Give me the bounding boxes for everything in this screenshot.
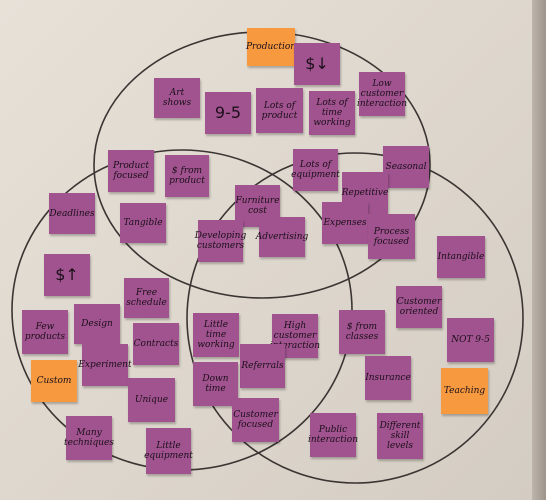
- note-teaching: Teaching: [441, 368, 488, 414]
- note-not-9-5: NOT 9-5: [447, 318, 494, 362]
- note-dollar-up: $↑: [44, 254, 90, 296]
- note-lots-of-equipment: Lots of equipment: [291, 149, 340, 191]
- note-production: Production: [246, 28, 296, 66]
- note-advertising: Advertising: [256, 217, 308, 257]
- note-art-shows: Art shows: [154, 78, 200, 118]
- note-many-techniques: Many techniques: [64, 416, 114, 460]
- note-intangible: Intangible: [437, 236, 485, 278]
- note-lots-of-product: Lots of product: [256, 88, 303, 133]
- note-product-focused: Product focused: [108, 150, 154, 192]
- note-tangible: Tangible: [120, 203, 166, 243]
- note-expenses: Expenses: [322, 202, 368, 244]
- note-deadlines: Deadlines: [49, 193, 95, 234]
- note-developing-customers: Developing customers: [195, 220, 246, 262]
- note-down-time: Down time: [193, 362, 238, 406]
- note-unique: Unique: [128, 378, 175, 422]
- note-dollar-down: $↓: [294, 43, 340, 85]
- note-dollar-from-product: $ from product: [165, 155, 209, 197]
- note-customer-focused: Customer focused: [232, 398, 279, 442]
- venn-circle-right: [186, 152, 524, 484]
- note-customer-oriented: Customer oriented: [396, 286, 442, 328]
- note-low-customer-interaction: Low customer interaction: [357, 72, 407, 116]
- note-little-equipment: Little equipment: [144, 428, 193, 474]
- note-process-focused: Process focused: [368, 214, 415, 259]
- note-public-interaction: Public interaction: [308, 413, 358, 457]
- note-9-5: 9-5: [205, 92, 251, 134]
- note-experiment: Experiment: [78, 344, 132, 386]
- note-free-schedule: Free schedule: [124, 278, 169, 318]
- note-little-time-working: Little time working: [193, 313, 239, 357]
- note-seasonal: Seasonal: [383, 146, 429, 188]
- note-insurance: Insurance: [365, 356, 411, 400]
- note-lots-of-time-working: Lots of time working: [309, 91, 355, 135]
- note-few-products: Few products: [22, 310, 68, 354]
- note-contracts: Contracts: [133, 323, 179, 365]
- note-dollar-from-classes: $ from classes: [339, 310, 385, 354]
- note-referrals: Referrals: [240, 344, 285, 388]
- note-different-skill-levels: Different skill levels: [377, 413, 423, 459]
- note-design: Design: [74, 304, 120, 344]
- note-custom: Custom: [31, 360, 77, 402]
